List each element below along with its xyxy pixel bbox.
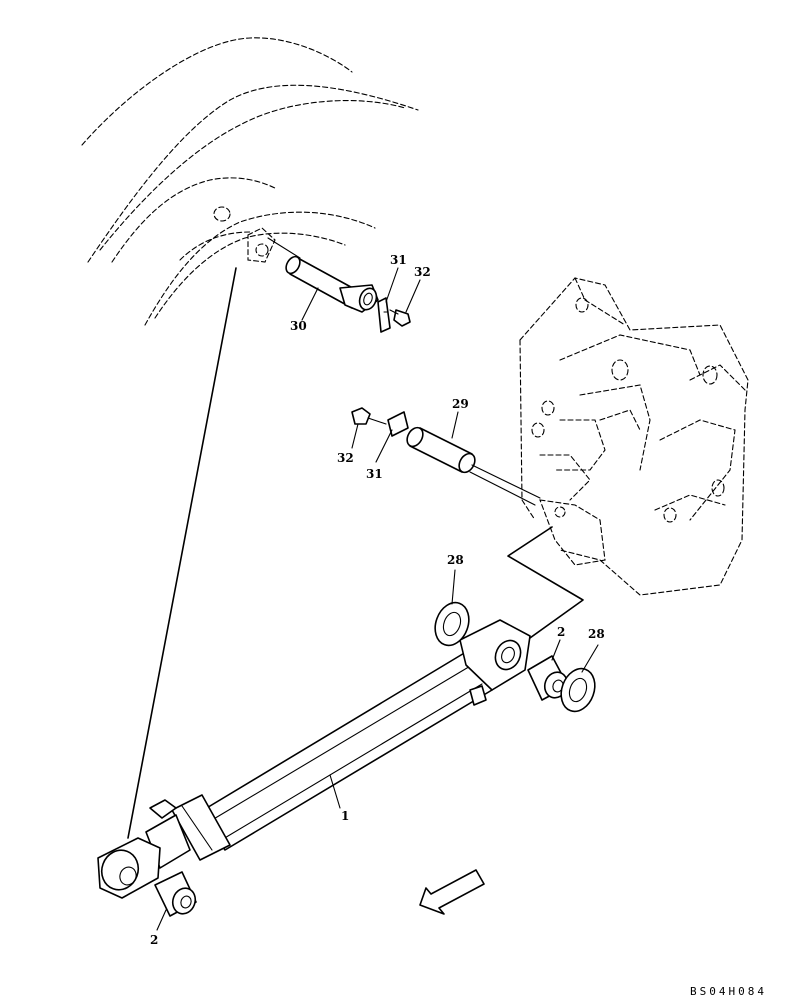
pin-29 bbox=[406, 426, 541, 506]
bolt-32-middle bbox=[351, 407, 387, 425]
callout-32-middle: 32 bbox=[337, 451, 354, 465]
phantom-boom-frame bbox=[519, 277, 749, 596]
hydraulic-cylinder bbox=[97, 619, 531, 899]
lock-plate-31-upper bbox=[377, 297, 391, 333]
phantom-arm-outline bbox=[81, 37, 419, 326]
shim-28-top bbox=[434, 601, 470, 647]
callout-labels: 30 31 32 29 32 31 28 2 28 1 2 bbox=[150, 253, 605, 947]
lock-plate-31-middle bbox=[387, 411, 409, 437]
callout-28-right: 28 bbox=[588, 627, 605, 641]
bolt-32-upper bbox=[389, 309, 411, 327]
callout-30: 30 bbox=[290, 319, 307, 333]
callout-2-right: 2 bbox=[557, 625, 565, 639]
callout-28-top: 28 bbox=[447, 553, 464, 567]
drawing-number: BS04H084 bbox=[690, 985, 767, 998]
pin-30 bbox=[267, 237, 379, 313]
front-direction-arrow-icon bbox=[419, 869, 485, 915]
bushing-2-bottom bbox=[154, 871, 197, 917]
shim-28-right bbox=[560, 667, 596, 713]
callout-leaders bbox=[156, 267, 599, 931]
callout-29: 29 bbox=[452, 397, 469, 411]
assembly-leader-lines bbox=[127, 267, 584, 839]
callout-31-top: 31 bbox=[390, 253, 407, 267]
callout-1: 1 bbox=[341, 809, 349, 823]
callout-32-top: 32 bbox=[414, 265, 431, 279]
callout-31-middle: 31 bbox=[366, 467, 383, 481]
callout-2-bottom: 2 bbox=[150, 933, 158, 947]
